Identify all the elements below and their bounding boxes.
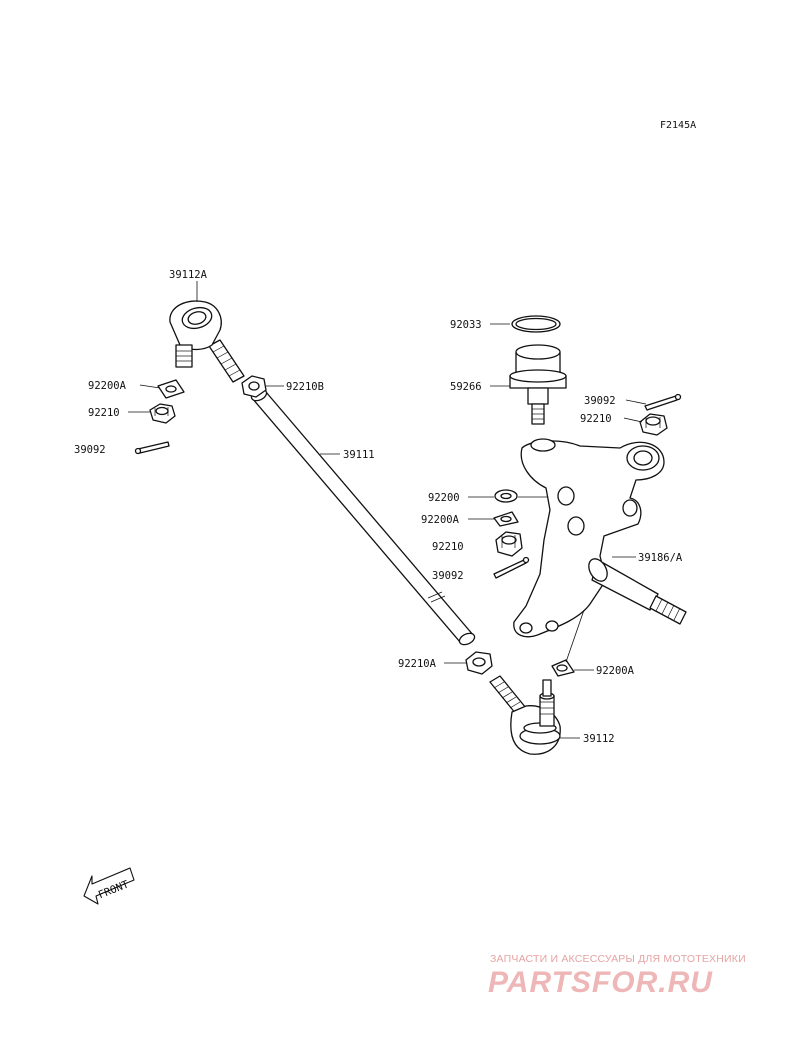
callout-39186a: 39186/A bbox=[638, 552, 683, 564]
tie-rod-end-39112a bbox=[169, 300, 245, 383]
cotter-pin-39092-mid bbox=[493, 556, 530, 579]
callout-92210b: 92210B bbox=[286, 381, 324, 393]
leader-lines bbox=[128, 281, 647, 739]
callout-59266: 59266 bbox=[450, 381, 482, 393]
cotter-pin-lock-92200a-lower bbox=[551, 659, 575, 677]
callout-92200a-mid: 92200A bbox=[421, 514, 460, 526]
figure-id: F2145A bbox=[660, 120, 697, 131]
jam-nut-92210b bbox=[241, 375, 267, 398]
ball-joint-59266 bbox=[509, 344, 567, 425]
cotter-pin-lock-92200a-mid bbox=[493, 511, 519, 527]
castle-nut-92210-right bbox=[639, 413, 668, 436]
watermark-logo: PARTSFOR.RU bbox=[488, 966, 713, 999]
callout-92210-mid: 92210 bbox=[432, 541, 464, 553]
callout-92210a: 92210A bbox=[398, 658, 437, 670]
cotter-pin-39092-left bbox=[134, 441, 170, 455]
castle-nut-92210-left bbox=[149, 403, 176, 424]
callout-39111: 39111 bbox=[343, 449, 375, 461]
front-direction-arrow: FRONT bbox=[83, 867, 135, 905]
cotter-pin-lock-92200-mid bbox=[494, 489, 518, 503]
callout-92033: 92033 bbox=[450, 319, 482, 331]
callout-39092-left: 39092 bbox=[74, 444, 106, 456]
watermark-caption: ЗАПЧАСТИ И АКСЕССУАРЫ ДЛЯ МОТОТЕХНИКИ bbox=[490, 953, 746, 965]
cotter-pin-39092-right bbox=[644, 393, 682, 411]
castle-nut-92210-mid bbox=[495, 531, 523, 557]
callout-92200-mid: 92200 bbox=[428, 492, 460, 504]
callout-39112: 39112 bbox=[583, 733, 615, 745]
callout-39092-right: 39092 bbox=[584, 395, 616, 407]
circlip-92033 bbox=[511, 315, 561, 333]
callout-92200a-left: 92200A bbox=[88, 380, 127, 392]
steering-knuckle-39186 bbox=[513, 438, 687, 638]
callout-labels: 39112A 92200A 92210 39092 92210B 39111 9… bbox=[74, 269, 683, 745]
callout-39092-mid: 39092 bbox=[432, 570, 464, 582]
jam-nut-92210a bbox=[465, 651, 493, 675]
cotter-pin-lock-92200a-left bbox=[157, 379, 185, 399]
callout-92210-left: 92210 bbox=[88, 407, 120, 419]
tie-rod-end-39112 bbox=[489, 675, 561, 755]
callout-92200a-lower: 92200A bbox=[596, 665, 635, 677]
callout-92210-right: 92210 bbox=[580, 413, 612, 425]
callout-39112a: 39112A bbox=[169, 269, 208, 281]
